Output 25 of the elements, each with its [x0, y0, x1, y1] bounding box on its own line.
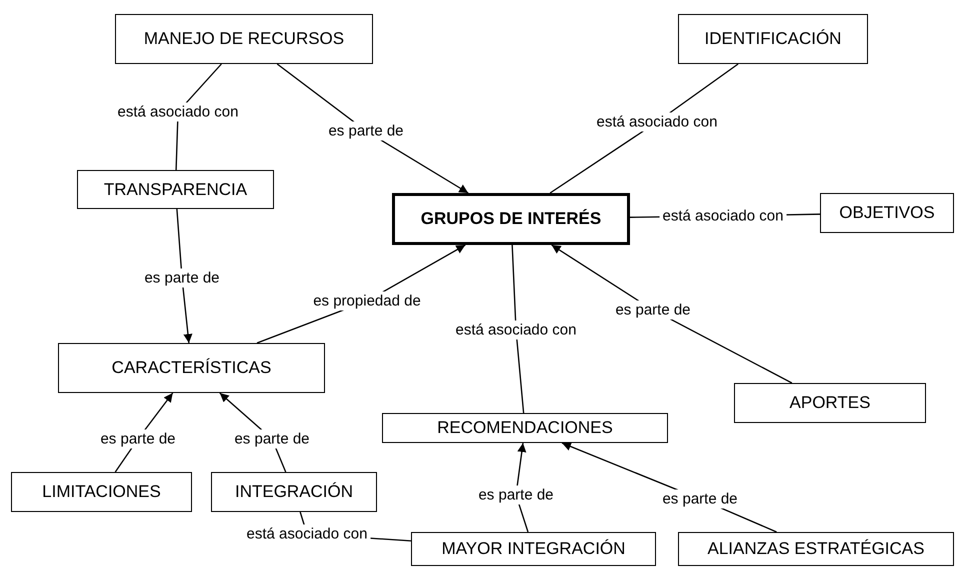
concept-label: TRANSPARENCIA — [104, 180, 248, 200]
concept-label: INTEGRACIÓN — [234, 482, 354, 502]
concept-label: APORTES — [790, 393, 870, 413]
concept-box — [382, 413, 668, 443]
concept-label: LIMITACIONES — [42, 482, 161, 502]
concept-box — [77, 170, 274, 209]
concept-box — [678, 14, 868, 64]
concept-label: CARACTERÍSTICAS — [112, 358, 272, 378]
connector-line — [512, 244, 524, 414]
concept-label: MANEJO DE RECURSOS — [144, 29, 344, 49]
concept-box — [58, 343, 325, 393]
concept-label: RECOMENDACIONES — [437, 418, 613, 438]
concept-label: IDENTIFICACIÓN — [704, 29, 842, 49]
concept-box — [820, 193, 954, 233]
concept-box — [392, 193, 630, 245]
concept-box — [734, 383, 926, 423]
concept-box — [115, 14, 373, 64]
concept-label: ALIANZAS ESTRATÉGICAS — [708, 539, 924, 559]
concept-box — [678, 532, 954, 566]
concept-box — [411, 532, 656, 566]
concept-box — [11, 472, 192, 512]
concept-label: GRUPOS DE INTERÉS — [420, 209, 602, 229]
concept-label: MAYOR INTEGRACIÓN — [442, 539, 626, 559]
concept-box — [211, 472, 377, 512]
concept-label: OBJETIVOS — [839, 203, 935, 223]
